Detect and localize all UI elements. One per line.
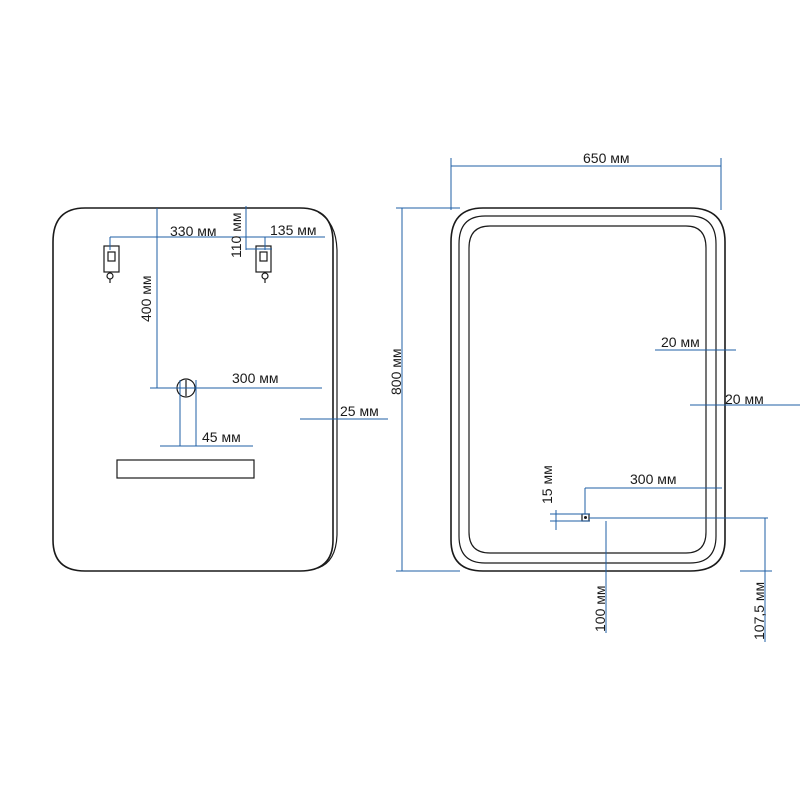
label-led-inset-edge: 20 мм	[725, 391, 764, 407]
label-hook-offset-side: 135 мм	[270, 222, 317, 238]
label-hook-to-switch: 400 мм	[138, 276, 154, 323]
label-sensor-height-outer: 107,5 мм	[751, 582, 767, 640]
hook-right-icon	[256, 246, 271, 283]
touch-sensor-dot	[584, 516, 587, 519]
rear-depth-edge	[318, 212, 337, 568]
label-switch-diameter: 45 мм	[202, 429, 241, 445]
hook-left-icon	[104, 246, 119, 283]
label-height: 800 мм	[388, 349, 404, 396]
label-led-inset-side: 20 мм	[661, 334, 700, 350]
label-sensor-height: 100 мм	[592, 586, 608, 633]
led-strip-outer	[459, 216, 716, 563]
label-hook-offset-top: 110 мм	[228, 213, 244, 258]
front-panel-outline	[451, 208, 725, 571]
label-sensor-size: 15 мм	[539, 465, 555, 504]
led-strip-inner	[469, 226, 706, 553]
rear-panel-outline	[53, 208, 333, 571]
label-switch-to-edge: 300 мм	[232, 370, 279, 386]
rear-view: 330 мм 110 мм 135 мм 400 мм 300 мм 45 мм…	[53, 206, 388, 571]
front-view: 650 мм 800 мм 20 мм 20 мм 300 мм 15 мм 1…	[388, 150, 800, 642]
label-sensor-to-edge: 300 мм	[630, 471, 677, 487]
power-unit-box	[117, 460, 254, 478]
label-width: 650 мм	[583, 150, 630, 166]
label-depth: 25 мм	[340, 403, 379, 419]
label-hook-spacing: 330 мм	[170, 223, 217, 239]
